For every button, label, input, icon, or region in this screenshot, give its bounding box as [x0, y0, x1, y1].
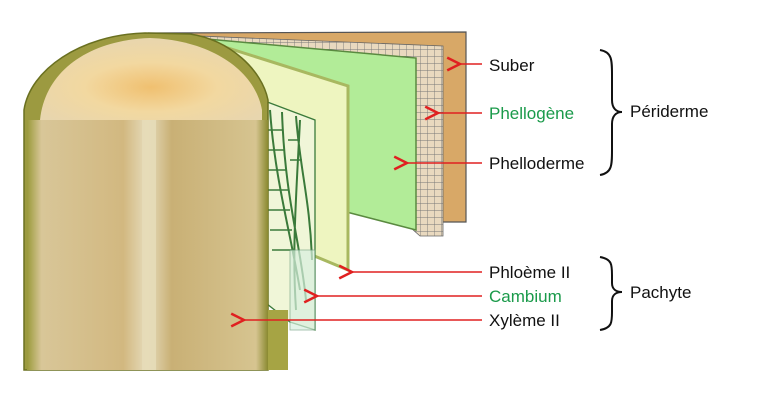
pith [142, 120, 156, 370]
label-suber: Suber [489, 56, 535, 75]
arrows [244, 64, 482, 320]
label-phloeme: Phloème II [489, 263, 570, 282]
stem-cross-section [40, 38, 262, 120]
label-phellogene: Phellogène [489, 104, 574, 123]
cambium-layer [289, 249, 316, 331]
label-xyleme: Xylème II [489, 311, 560, 330]
group-pachyte: Pachyte [630, 283, 691, 302]
brace-pachyte [599, 256, 623, 331]
brace-periderme [599, 49, 623, 176]
label-cambium: Cambium [489, 287, 562, 306]
group-periderme: Périderme [630, 102, 708, 121]
stem-bark-right [268, 310, 288, 370]
label-phelloderme: Phelloderme [489, 154, 584, 173]
